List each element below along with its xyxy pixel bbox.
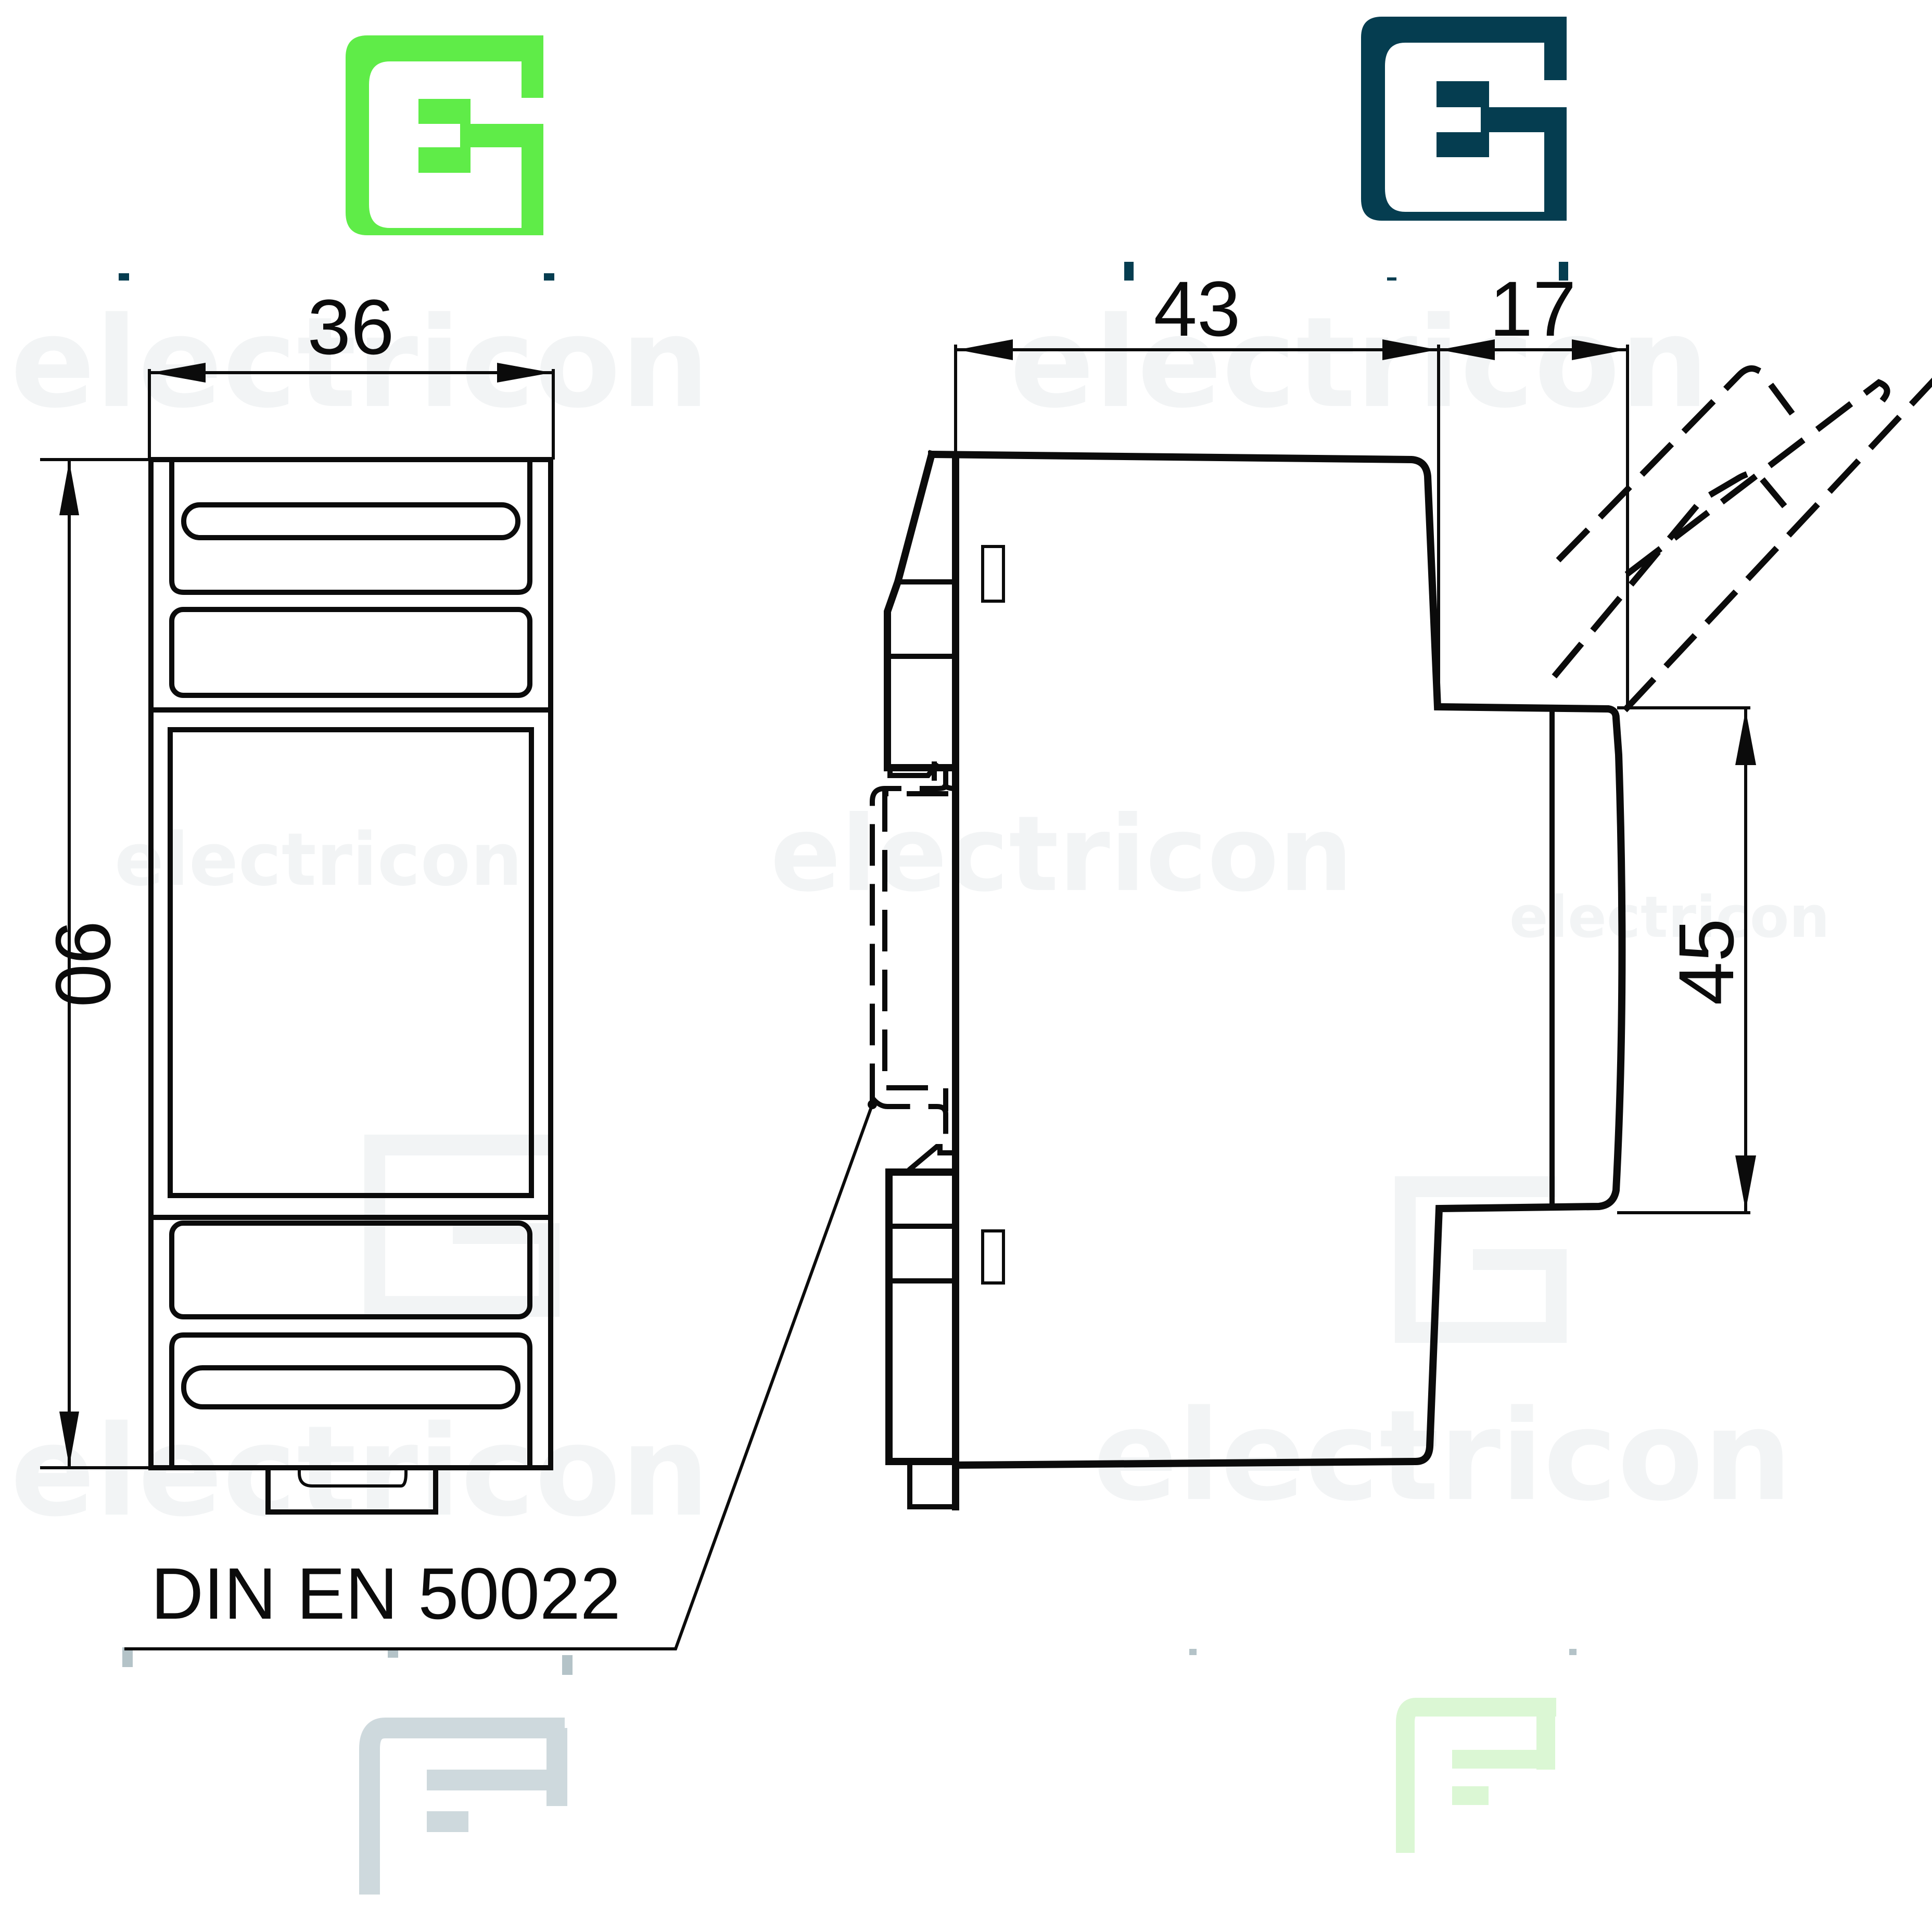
bottom-terminal-projection bbox=[885, 1168, 959, 1465]
watermark-text: electricon bbox=[1509, 884, 1830, 950]
watermark-text: electricon bbox=[770, 794, 1353, 915]
watermark-fragment bbox=[1124, 262, 1134, 281]
rail-callout: DIN EN 50022 bbox=[124, 1102, 874, 1650]
watermark-fragment bbox=[1387, 277, 1396, 281]
watermark-fragment bbox=[1559, 262, 1568, 281]
arrowhead bbox=[59, 461, 79, 515]
watermark-fragment bbox=[1189, 1649, 1197, 1655]
watermark-text: electricon bbox=[1093, 1383, 1792, 1529]
watermark-logo-icon bbox=[364, 1135, 1567, 1343]
watermark-fragment bbox=[544, 273, 554, 281]
watermark-layer: electricon electricon electricon electri… bbox=[10, 262, 1830, 1895]
front-body-outline bbox=[148, 457, 553, 1470]
leader-line bbox=[124, 1102, 874, 1650]
arrowhead bbox=[1440, 339, 1495, 360]
watermark-text: electricon bbox=[10, 1399, 709, 1544]
side-view: 43 17 45 bbox=[868, 265, 1932, 1510]
din-clip-slot bbox=[298, 1466, 408, 1488]
watermark-fragment bbox=[119, 273, 129, 281]
arrowhead bbox=[1572, 339, 1626, 360]
bottom-screw-slot bbox=[181, 1365, 520, 1409]
bottom-label-block bbox=[169, 1221, 532, 1319]
arrowhead bbox=[1382, 339, 1438, 360]
open-cover-outline bbox=[1552, 471, 1787, 679]
arrowhead bbox=[59, 1412, 79, 1466]
din-clip bbox=[265, 1465, 438, 1515]
watermark-fragment bbox=[122, 1647, 133, 1667]
latch-spring bbox=[907, 1144, 958, 1173]
dimension-label-height: 90 bbox=[40, 921, 127, 1008]
watermark-logo-icon bbox=[1396, 1698, 1556, 1853]
dimension-label-front-height: 45 bbox=[1662, 919, 1750, 1006]
bottom-foot bbox=[907, 1459, 958, 1509]
dimension-label-cover-depth: 17 bbox=[1490, 265, 1577, 352]
arrowhead bbox=[1735, 710, 1756, 765]
logo-green-icon bbox=[346, 35, 543, 235]
open-cover-outline bbox=[1556, 365, 1795, 563]
front-display-window bbox=[168, 727, 534, 1198]
front-view: 36 90 bbox=[40, 283, 555, 1515]
logo-dark-icon bbox=[1361, 17, 1567, 221]
arrowhead bbox=[1735, 1155, 1756, 1211]
dimension-label-width: 36 bbox=[308, 283, 395, 371]
watermark-fragment bbox=[1569, 1649, 1577, 1655]
watermark-text: electricon bbox=[1010, 290, 1709, 436]
din-rail-hidden bbox=[869, 771, 959, 1137]
dimension-label-depth: 43 bbox=[1154, 265, 1241, 352]
open-cover-outline bbox=[1624, 379, 1890, 577]
top-terminal-cover bbox=[169, 461, 532, 595]
top-screw-slot bbox=[181, 502, 520, 540]
open-cover-outline bbox=[1622, 377, 1932, 713]
vent-slot bbox=[981, 545, 1005, 603]
side-body-outline bbox=[927, 450, 1626, 1469]
arrowhead bbox=[151, 363, 206, 383]
top-label-block bbox=[169, 607, 532, 698]
watermark-logo-icon bbox=[359, 1718, 567, 1895]
bottom-terminal-cover bbox=[169, 1332, 532, 1470]
watermark-fragment bbox=[562, 1655, 573, 1675]
watermark-text: electricon bbox=[115, 818, 523, 903]
watermark-text: electricon bbox=[10, 290, 709, 436]
vent-slot bbox=[981, 1229, 1005, 1285]
arrowhead bbox=[497, 363, 552, 383]
top-terminal-projection bbox=[884, 450, 959, 771]
rail-standard-label: DIN EN 50022 bbox=[151, 1553, 621, 1634]
arrowhead bbox=[958, 339, 1013, 360]
